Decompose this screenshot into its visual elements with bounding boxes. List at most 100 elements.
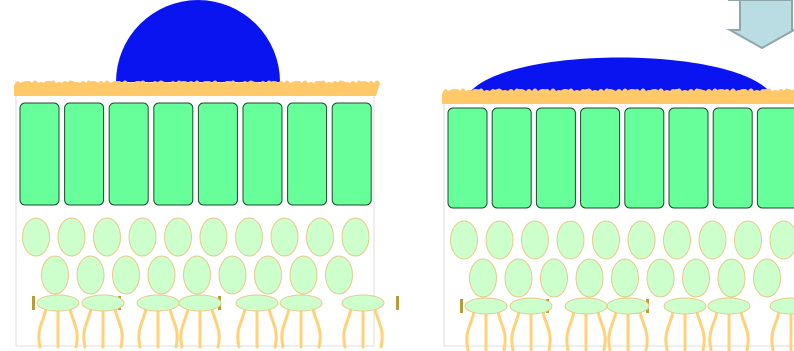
surface-granule	[560, 89, 571, 95]
mesophyll-cell	[235, 217, 263, 257]
mesophyll-cell	[112, 255, 140, 295]
root-strand	[113, 307, 124, 349]
root-strand	[664, 310, 675, 351]
mesophyll-cell	[769, 220, 794, 260]
surface-granule	[604, 89, 615, 95]
root-strand	[596, 310, 607, 351]
surface-granule	[66, 81, 77, 87]
root-strand	[607, 310, 618, 351]
root-strand	[565, 310, 576, 351]
lower-cell	[564, 297, 608, 315]
mesophyll-cell	[753, 258, 781, 298]
root-strand	[68, 307, 79, 349]
water-droplet	[116, 0, 280, 83]
root-strand	[37, 307, 48, 349]
root-strand	[770, 310, 781, 351]
panel-right	[442, 57, 794, 351]
surface-granule	[246, 81, 257, 87]
water-droplet	[470, 57, 770, 92]
mesophyll-cell	[183, 255, 211, 295]
mesophyll-cell	[218, 255, 247, 295]
surface-granule	[493, 89, 504, 95]
mesophyll-cell	[485, 220, 514, 260]
surface-granule	[359, 81, 369, 87]
epidermal-cell	[287, 102, 328, 206]
mesophyll-cell	[22, 217, 50, 257]
root-strand	[168, 307, 179, 349]
root-strand	[496, 310, 507, 351]
surface-granule	[515, 89, 526, 95]
lower-cell	[178, 294, 222, 312]
lower-cell	[769, 297, 794, 315]
epidermal-cell	[242, 102, 283, 206]
root-strand	[541, 310, 552, 351]
stoma-marker	[460, 299, 463, 313]
surface-granule	[538, 89, 549, 95]
surface-granule	[291, 81, 302, 87]
mesophyll-cell	[289, 255, 318, 295]
mesophyll-cell	[93, 217, 121, 257]
mesophyll-cell	[698, 220, 727, 260]
surface-granule	[783, 89, 793, 95]
epidermal-cell	[535, 107, 576, 209]
mesophyll-cell	[717, 258, 746, 298]
epidermal-cell	[756, 107, 794, 209]
epidermal-cell	[668, 107, 709, 209]
mesophyll-cell	[504, 258, 533, 298]
surface-granule	[111, 81, 122, 87]
surface-granule	[88, 81, 99, 87]
root-strand	[510, 310, 521, 351]
root-strand	[342, 307, 353, 349]
mesophyll-cell	[306, 217, 334, 257]
surface-granule	[133, 81, 144, 87]
surface-granule	[649, 89, 660, 95]
surface-granule	[223, 81, 234, 87]
surface-granule	[693, 89, 704, 95]
lower-cell	[663, 297, 707, 315]
surface-granule	[627, 89, 638, 95]
stoma-marker	[396, 296, 399, 310]
mesophyll-cell	[592, 220, 620, 260]
mesophyll-cell	[57, 217, 86, 257]
arrow-shape	[726, 0, 794, 50]
epidermal-cell	[447, 107, 488, 209]
surface-granule	[21, 81, 31, 87]
lower-cell	[235, 294, 279, 312]
root-strand	[82, 307, 93, 349]
mesophyll-cell	[556, 220, 585, 260]
lower-cell	[279, 294, 323, 312]
surface-granule	[156, 81, 167, 87]
root-strand	[739, 310, 750, 351]
mesophyll-cell	[663, 220, 691, 260]
root-strand	[311, 307, 322, 349]
epidermal-cell	[108, 102, 149, 206]
panel-left	[14, 0, 399, 349]
mesophyll-cell	[611, 258, 639, 298]
mesophyll-cell	[41, 255, 69, 295]
surface-granule	[43, 81, 54, 87]
mesophyll-cell	[164, 217, 192, 257]
root-strand	[236, 307, 247, 349]
root-strand	[267, 307, 278, 349]
surface-granule	[268, 81, 279, 87]
mesophyll-cell	[254, 255, 282, 295]
surface-granule	[738, 89, 749, 95]
root-strand	[373, 307, 384, 349]
lower-cell	[707, 297, 751, 315]
root-strand	[137, 307, 148, 349]
mesophyll-cell	[627, 220, 656, 260]
epidermal-cell	[331, 102, 372, 206]
mesophyll-cell	[450, 220, 478, 260]
mesophyll-cell	[199, 217, 228, 257]
root-strand	[465, 310, 476, 351]
mesophyll-cell	[540, 258, 568, 298]
surface-granule	[471, 89, 482, 95]
root-strand	[708, 310, 719, 351]
epidermal-cell	[491, 107, 532, 209]
mesophyll-cell	[646, 258, 675, 298]
surface-layer	[14, 80, 380, 96]
mesophyll-cell	[575, 258, 604, 298]
mesophyll-cell	[469, 258, 497, 298]
root-strand	[638, 310, 649, 351]
